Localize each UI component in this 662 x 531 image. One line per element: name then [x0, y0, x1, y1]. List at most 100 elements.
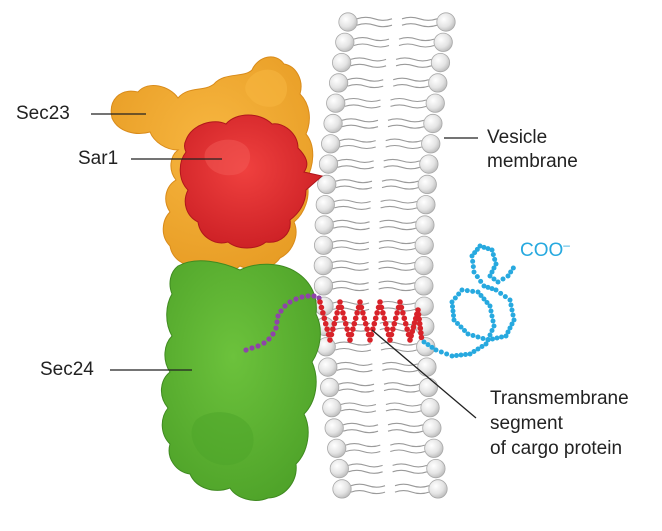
- blue-residue: [489, 328, 495, 333]
- helix-residue: [390, 326, 396, 332]
- lipid-tail: [342, 429, 379, 434]
- lipid-tail: [356, 16, 393, 21]
- lipid-tail: [338, 382, 375, 387]
- lipid-tail: [336, 361, 373, 366]
- blue-residue: [487, 273, 493, 279]
- vesicle-label-line2: membrane: [487, 151, 578, 172]
- lipid-tail: [340, 402, 377, 407]
- purple-residue: [275, 313, 281, 319]
- blue-residue: [500, 276, 506, 282]
- blue-residue: [450, 304, 455, 309]
- blue-residue: [507, 297, 513, 303]
- helix-residue: [344, 326, 350, 332]
- blue-residue: [488, 308, 494, 314]
- blue-residue: [489, 313, 495, 319]
- helix-residue: [402, 320, 409, 327]
- lipid-head: [417, 357, 437, 377]
- blue-residue: [502, 294, 508, 300]
- helix-residue: [374, 310, 380, 316]
- helix-residue: [408, 332, 414, 339]
- lipid-tail: [385, 138, 422, 143]
- blue-residue: [421, 339, 427, 345]
- helix-residue: [331, 320, 338, 327]
- purple-residue: [270, 331, 276, 337]
- lipid-head: [418, 377, 438, 397]
- sar1-highlight: [204, 139, 251, 176]
- blue-residue: [478, 293, 484, 298]
- blue-residue: [425, 342, 431, 348]
- blue-residue: [489, 247, 495, 253]
- blue-residue: [477, 243, 483, 249]
- blue-residue: [507, 325, 513, 331]
- coo-text: COO: [520, 240, 564, 261]
- blue-residue: [479, 344, 485, 349]
- lipid-tail: [348, 463, 383, 468]
- purple-residue: [249, 345, 255, 351]
- helix-residue: [400, 310, 406, 316]
- helix-residue: [381, 315, 388, 322]
- blue-residue: [493, 261, 499, 267]
- helix-residue: [351, 320, 358, 327]
- helix-residue: [377, 299, 383, 305]
- lipid-tail: [332, 240, 370, 245]
- helix-residue: [416, 320, 423, 327]
- tm-label-line1: Transmembrane: [490, 388, 629, 409]
- lipid-head: [414, 255, 434, 276]
- lipid-head: [430, 52, 451, 73]
- blue-residue: [490, 252, 496, 258]
- helix-residue: [321, 315, 328, 322]
- helix-residue: [416, 316, 422, 322]
- lipid-tail: [341, 124, 379, 129]
- helix-residue: [317, 299, 323, 305]
- lipid-tail: [385, 402, 422, 407]
- lipid-tail: [344, 104, 381, 109]
- blue-residue: [491, 265, 497, 271]
- lipid-tail: [341, 118, 379, 123]
- helix-residue: [397, 299, 403, 305]
- helix-residue: [360, 310, 366, 316]
- lipid-tail: [336, 368, 373, 373]
- lipid-tail: [339, 144, 376, 150]
- lipid-tail: [337, 165, 374, 170]
- blue-residue: [480, 336, 486, 341]
- blue-residue: [458, 324, 464, 330]
- lipid-head: [324, 418, 344, 438]
- blue-residue: [510, 265, 516, 271]
- helix-residue: [384, 326, 390, 332]
- lipid-head: [421, 134, 441, 154]
- helix-residue: [318, 304, 325, 311]
- lipid-tail: [401, 23, 438, 28]
- blue-residue: [491, 276, 497, 282]
- blue-residue: [505, 329, 511, 335]
- lipid-tail: [383, 158, 421, 163]
- lipid-tail: [390, 104, 427, 109]
- blue-residue: [495, 279, 501, 285]
- lipid-tail: [356, 23, 393, 28]
- helix-residue: [372, 315, 379, 322]
- helix-residue: [407, 337, 413, 343]
- helix-residue: [327, 337, 333, 343]
- lipid-tail: [393, 77, 429, 82]
- helix-residue: [388, 331, 395, 338]
- lipid-tail: [387, 118, 425, 123]
- blue-residue: [478, 278, 484, 284]
- blue-residue: [508, 269, 514, 275]
- helix-residue: [341, 315, 348, 322]
- lipid-head: [320, 377, 340, 397]
- purple-residue: [243, 347, 249, 353]
- helix-residue: [340, 310, 346, 316]
- helix-residue: [352, 315, 359, 322]
- lipid-head: [416, 337, 436, 357]
- helix-residue: [415, 307, 421, 313]
- lipid-tail: [378, 287, 416, 292]
- blue-residue: [438, 349, 444, 355]
- sec23-lobe-top: [245, 69, 288, 107]
- blue-residue: [487, 303, 493, 309]
- sec24-lobe-lower: [191, 412, 254, 466]
- lipid-tail: [379, 219, 417, 224]
- helix-residue: [367, 337, 373, 343]
- purple-residue: [293, 296, 299, 302]
- blue-residue: [433, 347, 439, 353]
- lipid-tail: [334, 199, 371, 204]
- blue-residue: [450, 308, 456, 314]
